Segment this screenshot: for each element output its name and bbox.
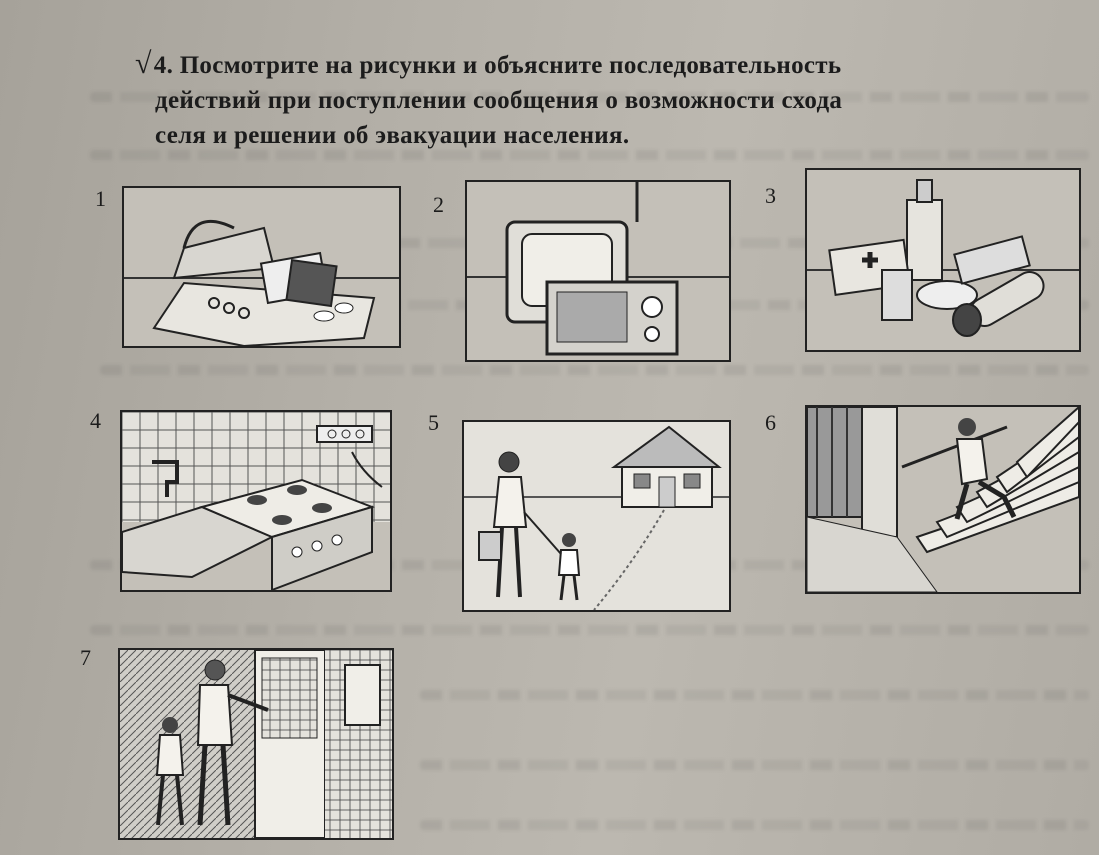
tv-and-radio-icon <box>467 182 729 356</box>
picture-2-panel <box>465 180 731 362</box>
picture-number-6: 6 <box>765 410 776 435</box>
picture-number-3: 3 <box>765 183 776 208</box>
kitchen-stove-sink-outlet-icon <box>122 412 390 590</box>
task-line-2: действий при поступлении сообщения о воз… <box>155 87 843 114</box>
picture-4-panel <box>120 410 392 592</box>
picture-1-panel <box>122 186 401 348</box>
task-line-3: селя и решении об эвакуации населения. <box>155 122 630 149</box>
task-number: 4. <box>153 52 174 79</box>
mother-child-leaving-house-icon <box>464 425 729 610</box>
bleed-through-line <box>420 690 1089 700</box>
picture-6-panel <box>805 405 1081 594</box>
bleed-through-line <box>420 760 1089 770</box>
task-line-1: Посмотрите на рисунки и объясните послед… <box>179 52 842 79</box>
picture-number-5: 5 <box>428 410 439 435</box>
picture-3-panel <box>805 168 1081 352</box>
picture-number-7: 7 <box>80 645 91 670</box>
picture-5-panel <box>462 420 731 612</box>
check-mark: √ <box>135 47 152 80</box>
picture-number-2: 2 <box>433 192 444 217</box>
picture-number-4: 4 <box>90 408 101 433</box>
bleed-through-line <box>100 365 1089 375</box>
bleed-through-line <box>420 820 1089 830</box>
task-text: √4. Посмотрите на рисунки и объясните по… <box>135 46 1080 153</box>
bleed-through-line <box>90 150 1089 160</box>
bleed-through-line <box>90 625 1089 635</box>
man-descending-stairs-icon <box>807 407 1079 592</box>
man-child-at-door-icon <box>120 650 392 838</box>
picture-7-panel <box>118 648 394 840</box>
picture-number-1: 1 <box>95 186 106 211</box>
bleed-through-line <box>90 92 1089 102</box>
valuables-documents-bag-icon <box>124 219 399 346</box>
first-aid-kit-and-food-icon <box>807 179 1079 337</box>
